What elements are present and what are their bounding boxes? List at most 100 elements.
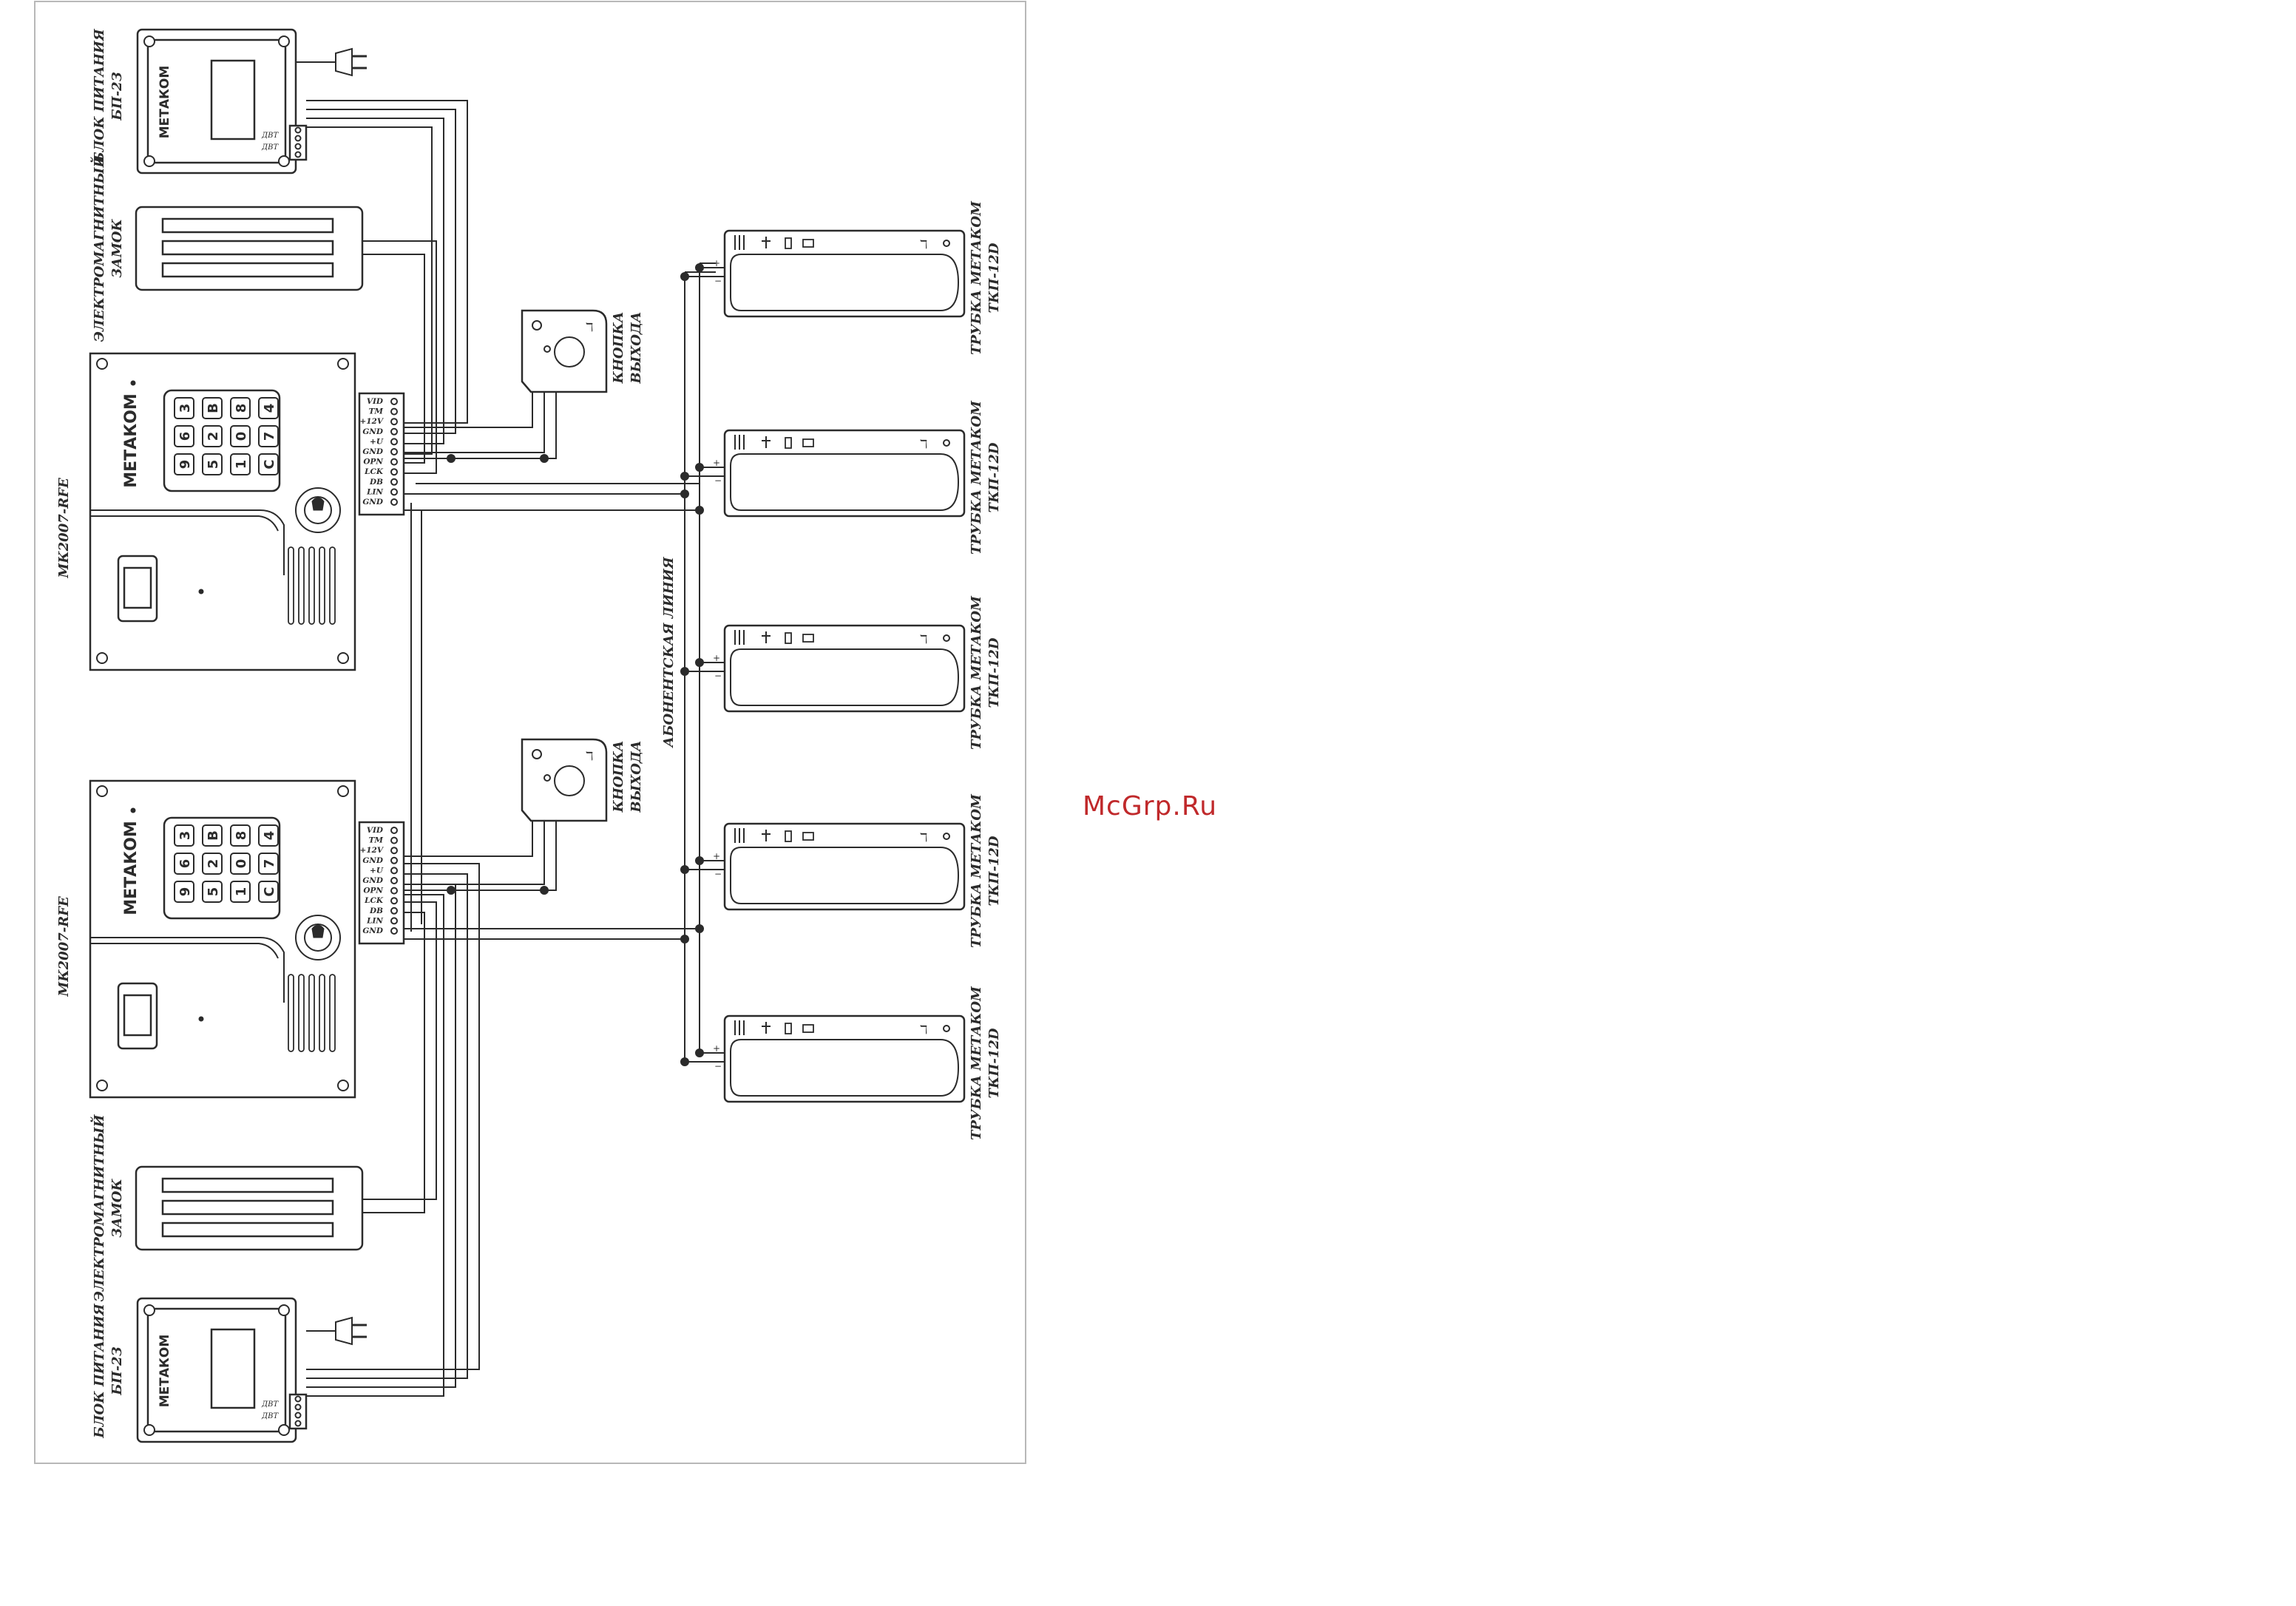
label-exit-button-bottom-line: ВЫХОДА — [629, 740, 644, 813]
wire — [404, 819, 533, 857]
maglock-plate — [161, 1177, 334, 1193]
label-panel-bottom-line: МК2007-RFE — [56, 896, 72, 997]
handset-button-icon — [785, 437, 792, 449]
handset-5: ℸ+− — [713, 1014, 966, 1103]
terminal-label: DB — [369, 907, 383, 915]
maglock-plate — [161, 217, 334, 234]
speaker-slot — [288, 546, 294, 625]
keypad-key — [230, 853, 251, 875]
screw-icon — [96, 358, 108, 370]
polarity-label: + — [713, 1043, 720, 1054]
electromagnetic-lock-top — [135, 206, 364, 291]
terminal-screw-icon — [390, 488, 398, 496]
wire-junction — [695, 856, 704, 865]
mains-plug-top — [306, 47, 367, 77]
polarity-label: − — [714, 1061, 722, 1071]
screw-icon — [96, 785, 108, 797]
terminal-label: GND — [362, 926, 384, 935]
keypad-key-label: 6 — [177, 432, 193, 441]
key-icon — [762, 830, 771, 841]
terminal-label: DB — [369, 478, 383, 487]
polarity-label: + — [713, 458, 720, 468]
wire — [306, 109, 456, 434]
label-handset-5-line: ТРУБКА МЕТАКОМ — [969, 986, 984, 1140]
microphone-hole — [198, 589, 204, 594]
terminal-screw-icon — [390, 856, 398, 864]
terminal-label: OPN — [363, 458, 383, 467]
label-handset-5-line: ТКП-12D — [986, 1028, 1002, 1098]
led-dot — [130, 807, 136, 813]
terminal-screw-icon — [390, 887, 398, 895]
exit-button-top: ℸ — [521, 309, 608, 393]
screw-icon — [278, 35, 290, 47]
terminal-label: GND — [362, 856, 384, 865]
terminal-label: GND — [362, 447, 384, 456]
handset-earpiece — [730, 1039, 960, 1097]
terminal-screw-icon — [390, 478, 398, 486]
terminal-screw-icon — [390, 907, 398, 915]
label-handset-3-line: ТКП-12D — [986, 637, 1002, 708]
label-maglock-top-line: ЗАМОК — [109, 219, 125, 278]
handset-button-icon — [785, 1023, 792, 1034]
keypad-key-label: 0 — [234, 859, 249, 869]
mains-plug-icon — [335, 1316, 353, 1346]
terminal-label: +U — [370, 437, 384, 446]
wire-junction — [695, 263, 704, 272]
polarity-label: − — [714, 276, 722, 286]
keypad-key-label: 4 — [262, 404, 277, 413]
screw-icon — [96, 1080, 108, 1091]
terminal-label: OPN — [363, 887, 383, 895]
handset-button-icon: ℸ — [586, 320, 593, 334]
label-handset-4-line: ТКП-12D — [986, 836, 1002, 906]
wire — [362, 240, 437, 474]
terminal-screw-icon — [390, 917, 398, 925]
screw-icon — [278, 1424, 290, 1436]
terminal-screw-icon — [390, 438, 398, 446]
keypad-key-label: 8 — [234, 404, 249, 413]
wire-junction — [680, 472, 689, 481]
terminal-screw-icon — [390, 836, 398, 844]
terminal-screw-icon — [390, 867, 398, 875]
polarity-label: − — [714, 475, 722, 486]
label-handset-4-line: ТРУБКА МЕТАКОМ — [969, 793, 984, 948]
wire — [362, 912, 425, 1213]
terminal-screw-icon — [294, 135, 302, 142]
keypad-key — [258, 425, 279, 447]
terminal-screw-icon — [390, 398, 398, 405]
screw-icon — [143, 35, 155, 47]
handset-led — [943, 1025, 950, 1032]
brand-logo: МЕТАКОМ — [158, 66, 172, 139]
wire — [404, 390, 545, 453]
polarity-label: − — [714, 671, 722, 681]
screw-icon — [337, 358, 349, 370]
keypad-key-label: B — [206, 830, 221, 841]
keypad-key-label: 3 — [177, 831, 193, 841]
keypad-key-label: 9 — [177, 460, 193, 470]
terminal-label: GND — [362, 498, 384, 506]
handset-led — [943, 634, 950, 642]
keypad-key — [230, 425, 251, 447]
exit-button-led — [543, 345, 551, 353]
label-exit-button-top-line: КНОПКА — [611, 311, 626, 384]
watermark: McGrp.Ru — [1083, 791, 1218, 821]
label-subscriber-line-line: АБОНЕНТСКАЯ ЛИНИЯ — [661, 556, 677, 748]
wire — [306, 863, 480, 1370]
camera-lens-frame — [123, 994, 152, 1037]
terminal-screw-icon — [390, 897, 398, 905]
terminal-screw-icon — [294, 126, 302, 134]
label-handset-2-line: ТРУБКА МЕТАКОМ — [969, 400, 984, 555]
keypad-key-label: 2 — [206, 859, 221, 869]
keypad-key — [258, 397, 279, 419]
keypad-key — [258, 824, 279, 847]
label-maglock-bottom-line: ЭЛЕКТРОМАГНИТНЫЙ — [89, 1114, 107, 1302]
screw-icon — [337, 1080, 349, 1091]
handset-4: ℸ+− — [713, 822, 966, 911]
keypad-key-label: 8 — [234, 831, 249, 841]
screw-icon — [278, 1304, 290, 1316]
handset-2: ℸ+− — [713, 429, 966, 518]
terminal-label: TM — [369, 836, 384, 845]
key-icon — [762, 1022, 771, 1034]
